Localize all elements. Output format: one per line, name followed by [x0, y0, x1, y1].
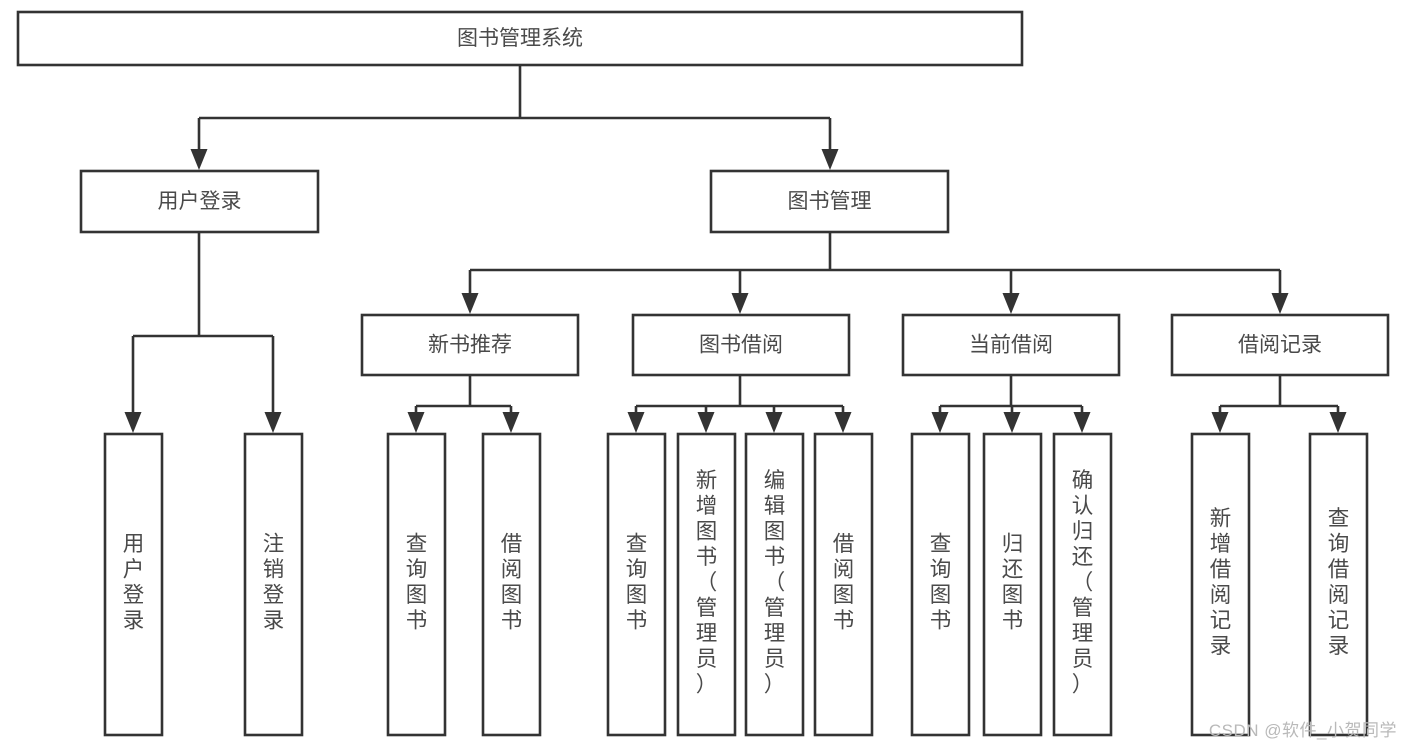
- arrow-head-icon: [821, 149, 839, 170]
- leaf-leaf-add-book-admin[interactable]: 新增图书（管理员）: [676, 432, 737, 737]
- arrow-head-icon: [731, 293, 749, 314]
- connector-c-bookmgmt-trunk: [461, 232, 1289, 314]
- node-label: 查询图书: [930, 532, 952, 633]
- node-box[interactable]: [709, 169, 950, 234]
- arrow-head-icon: [407, 412, 425, 433]
- node-box[interactable]: [243, 432, 304, 737]
- node-box[interactable]: [813, 432, 874, 737]
- node-label: 用户登录: [158, 190, 242, 213]
- node-box[interactable]: [676, 432, 737, 737]
- node-boxes-layer: 图书管理系统用户登录图书管理新书推荐图书借阅当前借阅借阅记录用户登录注销登录查询…: [16, 10, 1390, 737]
- node-label: 编辑图书（管理员）: [764, 468, 786, 696]
- node-root[interactable]: 图书管理系统: [16, 10, 1024, 67]
- connector-c-borrowrecord-trunk: [1211, 375, 1347, 433]
- arrow-head-icon: [834, 412, 852, 433]
- leaf-leaf-query-borrow-record[interactable]: 查询借阅记录: [1308, 432, 1369, 737]
- node-book-management[interactable]: 图书管理: [709, 169, 950, 234]
- node-box[interactable]: [910, 432, 971, 737]
- node-label: 图书管理系统: [457, 27, 583, 50]
- leaf-leaf-query-book-recommend[interactable]: 查询图书: [386, 432, 447, 737]
- arrow-head-icon: [502, 412, 520, 433]
- node-box[interactable]: [744, 432, 805, 737]
- node-label: 当前借阅: [969, 334, 1053, 357]
- node-label: 查询图书: [626, 532, 648, 633]
- node-label: 图书借阅: [699, 334, 783, 357]
- arrow-head-icon: [627, 412, 645, 433]
- node-user-login[interactable]: 用户登录: [79, 169, 320, 234]
- connector-c-newbook-trunk: [407, 375, 520, 433]
- node-borrow-record[interactable]: 借阅记录: [1170, 313, 1390, 377]
- arrow-head-icon: [697, 412, 715, 433]
- leaf-leaf-user-login[interactable]: 用户登录: [103, 432, 164, 737]
- node-label: 归还图书: [1002, 532, 1024, 633]
- leaf-leaf-return-book[interactable]: 归还图书: [982, 432, 1043, 737]
- node-box[interactable]: [1190, 432, 1251, 737]
- node-box[interactable]: [982, 432, 1043, 737]
- node-box[interactable]: [1170, 313, 1390, 377]
- arrow-head-icon: [1211, 412, 1229, 433]
- arrow-head-icon: [190, 149, 208, 170]
- arrow-head-icon: [124, 412, 142, 433]
- node-label: 查询借阅记录: [1328, 507, 1350, 659]
- node-label: 注销登录: [263, 532, 285, 633]
- node-box[interactable]: [103, 432, 164, 737]
- node-box[interactable]: [1308, 432, 1369, 737]
- node-label: 用户登录: [123, 532, 145, 633]
- node-label: 借阅图书: [501, 532, 523, 633]
- node-label: 确认归还（管理员）: [1072, 468, 1094, 696]
- arrow-head-icon: [1073, 412, 1091, 433]
- leaf-leaf-query-book-current[interactable]: 查询图书: [910, 432, 971, 737]
- arrow-head-icon: [765, 412, 783, 433]
- node-box[interactable]: [481, 432, 542, 737]
- leaf-leaf-borrow-book-recommend[interactable]: 借阅图书: [481, 432, 542, 737]
- node-label: 新书推荐: [428, 334, 512, 357]
- node-label: 图书管理: [788, 190, 872, 213]
- connector-c-root-trunk: [190, 65, 839, 170]
- connector-c-bookborrow-trunk: [627, 375, 852, 433]
- arrow-head-icon: [1003, 412, 1021, 433]
- node-box[interactable]: [16, 10, 1024, 67]
- node-label: 新增借阅记录: [1210, 507, 1232, 659]
- leaf-leaf-edit-book-admin[interactable]: 编辑图书（管理员）: [744, 432, 805, 737]
- node-book-borrow[interactable]: 图书借阅: [631, 313, 851, 377]
- csdn-watermark: CSDN @软件_小贺同学: [1208, 721, 1397, 740]
- arrow-head-icon: [1329, 412, 1347, 433]
- node-new-book-recommend[interactable]: 新书推荐: [360, 313, 580, 377]
- node-box[interactable]: [631, 313, 851, 377]
- node-box[interactable]: [360, 313, 580, 377]
- node-label: 查询图书: [406, 532, 428, 633]
- node-box[interactable]: [606, 432, 667, 737]
- arrow-head-icon: [1002, 293, 1020, 314]
- leaf-leaf-query-book-borrow[interactable]: 查询图书: [606, 432, 667, 737]
- node-box[interactable]: [386, 432, 447, 737]
- node-box[interactable]: [901, 313, 1121, 377]
- leaf-leaf-borrow-book[interactable]: 借阅图书: [813, 432, 874, 737]
- leaf-leaf-add-borrow-record[interactable]: 新增借阅记录: [1190, 432, 1251, 737]
- node-label: 借阅图书: [833, 532, 855, 633]
- arrow-head-icon: [931, 412, 949, 433]
- node-current-borrow[interactable]: 当前借阅: [901, 313, 1121, 377]
- node-label: 新增图书（管理员）: [696, 468, 718, 696]
- arrow-head-icon: [1271, 293, 1289, 314]
- connectors-layer: [124, 65, 1347, 433]
- arrow-head-icon: [461, 293, 479, 314]
- node-box[interactable]: [79, 169, 320, 234]
- node-label: 借阅记录: [1238, 334, 1322, 357]
- leaf-leaf-logout-login[interactable]: 注销登录: [243, 432, 304, 737]
- node-box[interactable]: [1052, 432, 1113, 737]
- connector-c-currentborrow-trunk: [931, 375, 1091, 433]
- arrow-head-icon: [264, 412, 282, 433]
- leaf-leaf-confirm-return-admin[interactable]: 确认归还（管理员）: [1052, 432, 1113, 737]
- connector-c-userlogin-trunk: [124, 232, 282, 433]
